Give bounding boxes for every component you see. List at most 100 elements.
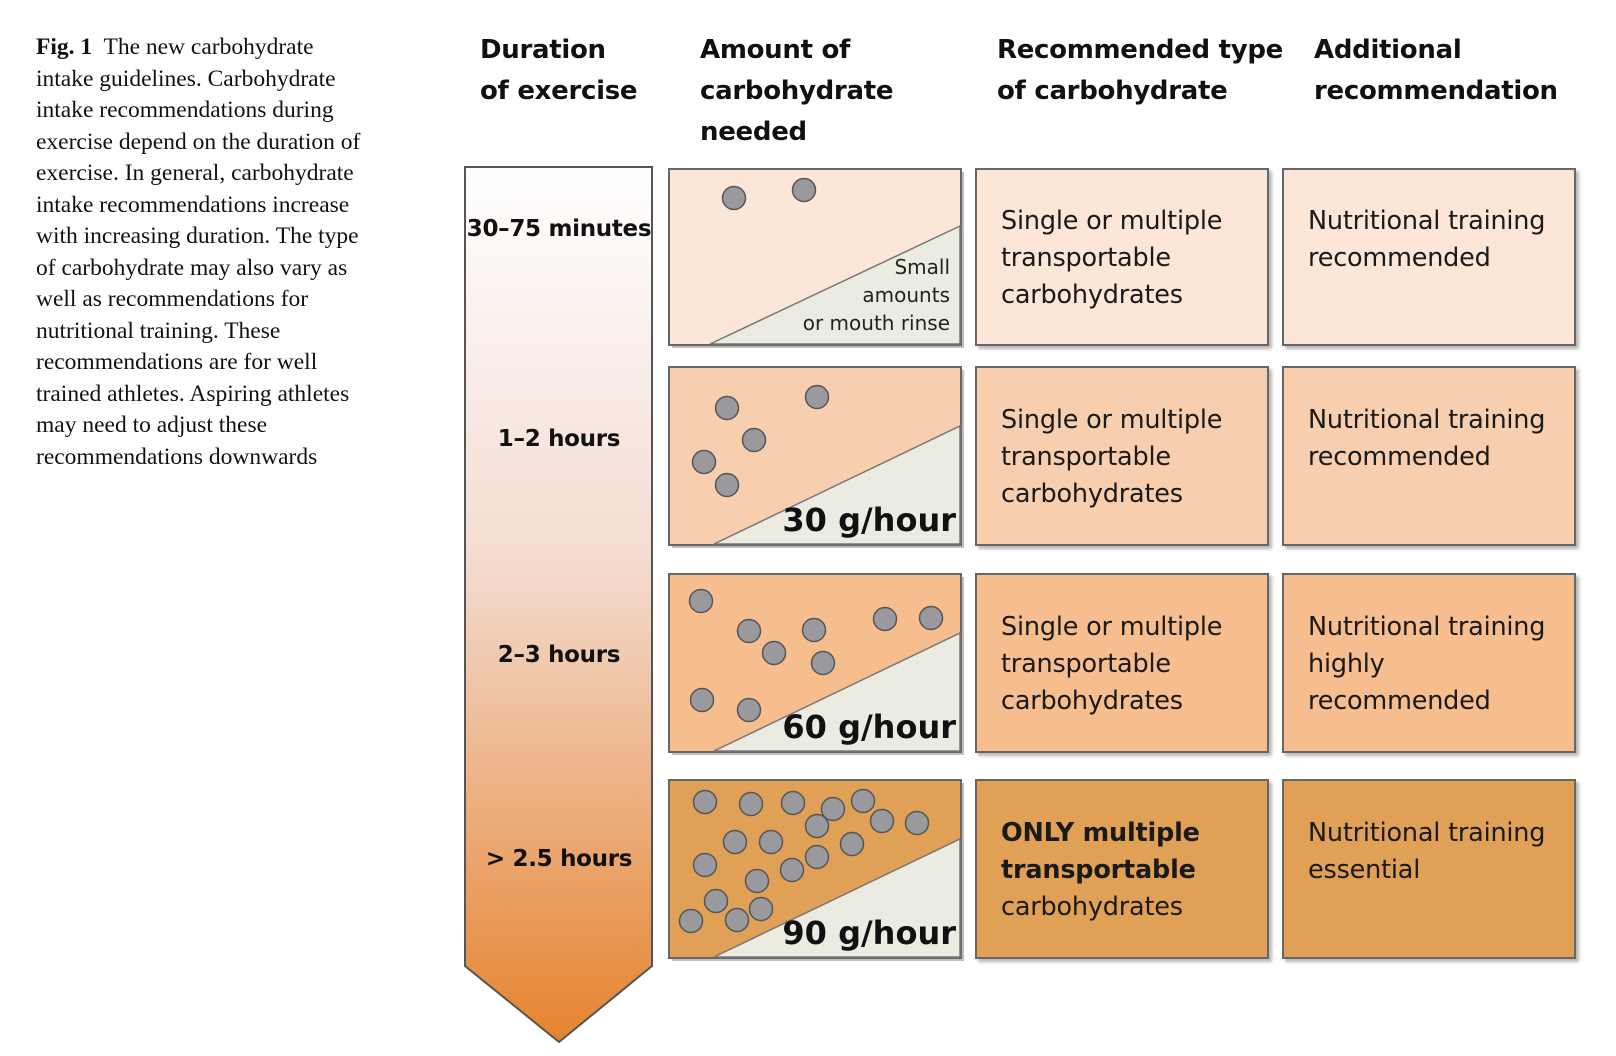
- caption-line: exercise depend on the duration of: [36, 128, 361, 155]
- carbohydrate-dot: [904, 810, 930, 836]
- carbohydrate-dot: [804, 813, 830, 839]
- additional-box-line: Nutritional training: [1308, 612, 1546, 642]
- carbohydrate-dot: [724, 907, 750, 933]
- caption-text: The new carbohydrate intake guidelines. C…: [36, 34, 360, 470]
- amount-panel: 60 g/hour: [668, 573, 964, 755]
- carbohydrate-dot: [721, 185, 747, 211]
- header-additional-line: recommendation: [1314, 76, 1558, 106]
- carbohydrate-dot: [761, 640, 787, 666]
- type-box-line: transportable: [1001, 649, 1171, 679]
- header-type-line: Recommended type: [997, 35, 1283, 65]
- caption-line: intake guidelines. Carbohydrate: [36, 65, 336, 92]
- caption-line: intake recommendations during: [36, 97, 334, 123]
- additional-box: Nutritional training recommended: [1282, 168, 1576, 346]
- carbohydrate-dot: [850, 788, 876, 814]
- header-amount-line: carbohydrate: [700, 76, 894, 106]
- type-box-line: transportable: [1001, 855, 1196, 885]
- amount-text: or mouth rinse: [803, 311, 950, 335]
- carbohydrate-dot: [869, 808, 895, 834]
- carbohydrate-dot: [820, 796, 846, 822]
- carbohydrate-dot: [722, 829, 748, 855]
- carbohydrate-dot: [804, 384, 830, 410]
- amount-value: 60 g/hour: [782, 708, 956, 746]
- type-box-line: carbohydrates: [1001, 892, 1183, 922]
- carbohydrate-dot: [810, 650, 836, 676]
- carbohydrate-dot: [688, 588, 714, 614]
- header-type: Recommended type of carbohydrate: [997, 30, 1283, 112]
- carbohydrate-dot: [780, 790, 806, 816]
- duration-label: 1–2 hours: [497, 426, 621, 452]
- additional-box-line: Nutritional training: [1308, 206, 1546, 236]
- type-box: ONLY multiple transportable carbohydrates: [975, 779, 1269, 959]
- caption-line: recommendations are for well: [36, 349, 318, 375]
- header-amount-line: Amount of: [700, 35, 851, 65]
- carbohydrate-dot: [804, 844, 830, 870]
- header-additional: Additional recommendation: [1314, 30, 1558, 112]
- carbohydrate-dot: [872, 606, 898, 632]
- header-amount-line: needed: [700, 117, 807, 147]
- caption-line: with increasing duration. The type: [36, 223, 359, 249]
- header-duration-line: of exercise: [480, 76, 638, 106]
- caption-line: exercise. In general, carbohydrate: [36, 160, 354, 186]
- caption-line: trained athletes. Aspiring athletes: [36, 380, 350, 407]
- caption-line: may need to adjust these: [36, 412, 268, 438]
- caption-line: well as recommendations for: [36, 286, 309, 312]
- type-box-line: carbohydrates: [1001, 280, 1183, 310]
- amount-value: 30 g/hour: [782, 501, 956, 539]
- additional-box-line: recommended: [1308, 442, 1491, 472]
- header-type-line: of carbohydrate: [997, 76, 1228, 106]
- caption-line: nutritional training. These: [36, 317, 281, 344]
- carbohydrate-dot: [678, 908, 704, 934]
- type-box-line: transportable: [1001, 442, 1171, 472]
- additional-box-line: recommended: [1308, 686, 1491, 716]
- carbohydrate-dot: [918, 605, 944, 631]
- carbohydrate-dot: [692, 789, 718, 815]
- carbohydrate-dot: [748, 896, 774, 922]
- amount-wedge: [713, 837, 961, 958]
- type-box-line: Single or multiple: [1001, 612, 1223, 642]
- duration-label: > 2.5 hours: [485, 846, 633, 872]
- caption-line: recommendations downwards: [36, 443, 318, 470]
- amount-panel: 90 g/hour: [668, 779, 964, 961]
- carbohydrate-dot: [839, 831, 865, 857]
- amount-panel: Small amounts or mouth rinse: [668, 168, 964, 348]
- additional-box-line: recommended: [1308, 243, 1491, 273]
- carbohydrate-dot: [738, 791, 764, 817]
- carbohydrate-dot: [736, 618, 762, 644]
- type-box-line: ONLY multiple: [1001, 818, 1200, 848]
- caption-line: The new carbohydrate: [103, 34, 314, 60]
- carbohydrate-dot: [744, 868, 770, 894]
- carbohydrate-dot: [758, 829, 784, 855]
- carbohydrate-dot: [801, 617, 827, 643]
- amount-text: Small: [894, 255, 950, 279]
- additional-box-line: highly: [1308, 649, 1385, 679]
- amount-text: amounts: [862, 283, 950, 307]
- duration-arrow: [464, 166, 653, 1044]
- carbohydrate-dot: [791, 177, 817, 203]
- carbohydrate-dot: [689, 687, 715, 713]
- duration-label: 2–3 hours: [497, 642, 621, 668]
- amount-value: 90 g/hour: [782, 914, 956, 952]
- carbohydrate-dot: [703, 888, 729, 914]
- carbohydrate-dot: [714, 472, 740, 498]
- type-box-line: transportable: [1001, 243, 1171, 273]
- additional-box-line: Nutritional training: [1308, 818, 1546, 848]
- carbohydrate-dot: [779, 857, 805, 883]
- caption-line: of carbohydrate may also vary as: [36, 254, 348, 281]
- carbohydrate-dot: [691, 449, 717, 475]
- carbohydrate-dot: [736, 697, 762, 723]
- amount-wedge: [713, 424, 961, 545]
- header-amount: Amount of carbohydrate needed: [700, 30, 893, 153]
- carbohydrate-dot: [741, 427, 767, 453]
- amount-wedge: [713, 631, 961, 752]
- header-duration: Duration of exercise: [480, 30, 638, 112]
- header-additional-line: Additional: [1314, 35, 1462, 65]
- amount-wedge: [709, 224, 961, 345]
- amount-panel: 30 g/hour: [668, 366, 964, 548]
